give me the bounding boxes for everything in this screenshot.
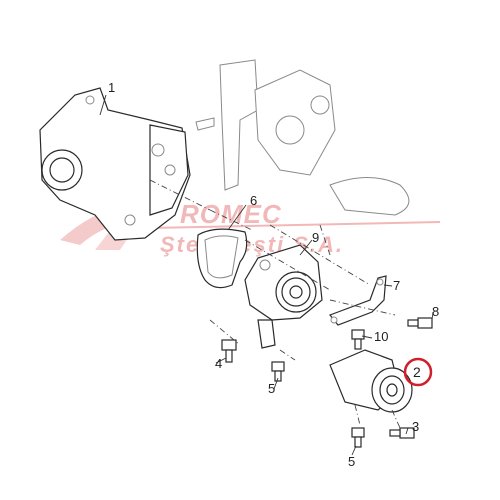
bolt-5a [271,361,285,382]
water-pump [244,244,323,349]
callout-10: 10 [374,329,388,344]
watermark-location: Ştefaneşti S.A. [160,232,344,257]
bolt-5b [351,427,365,448]
watermark-company: ROMEC [180,199,282,229]
callout-5a: 5 [268,381,275,396]
bolt-8 [407,317,433,329]
watermark-underline [149,221,441,229]
highlight-ring [403,357,433,387]
callout-1: 1 [108,80,115,95]
bolt-3 [389,427,415,439]
callout-3: 3 [412,419,419,434]
engine-front-cover [39,87,191,241]
callout-5b: 5 [348,454,355,469]
leader-lines [99,94,434,456]
callout-9: 9 [312,230,319,245]
gasket [196,228,248,289]
engine-block-background [195,59,410,216]
bolts [221,317,433,448]
bolt-4 [221,339,237,363]
callout-4: 4 [215,356,222,371]
callout-8: 8 [432,304,439,319]
bolt-10 [351,329,365,350]
alignment-lines [149,179,401,429]
callout-2: 2 [413,364,421,380]
callout-6: 6 [250,193,257,208]
callout-7: 7 [393,278,400,293]
belt-tensioner [329,349,413,413]
bracket [329,275,387,326]
